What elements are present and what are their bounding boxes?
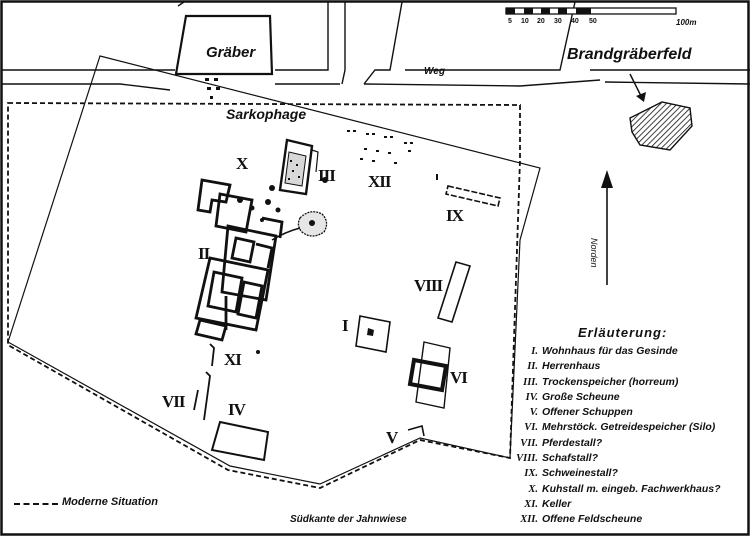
building-label-VI: VI <box>450 368 468 387</box>
legend-item: III. Trockenspeicher (horreum) <box>514 375 721 390</box>
legend-item-number: IX. <box>524 468 538 480</box>
legend-item-text: Keller <box>542 497 572 510</box>
legend-item: VI. Mehrstöck. Getreidespeicher (Silo) <box>514 420 721 435</box>
building-V-plan <box>407 424 425 437</box>
legend-item-number: VII. <box>520 437 538 449</box>
legend-item: XI. Keller <box>514 497 721 512</box>
scale-tick-20: 20 <box>537 18 545 25</box>
legend-item: IV. Große Scheune <box>514 390 721 405</box>
legend-item: V. Offener Schuppen <box>514 405 721 420</box>
legend-item-number: IV. <box>525 391 538 403</box>
scale-bar <box>505 7 677 15</box>
building-label-I: I <box>342 316 349 335</box>
building-label-IX: IX <box>446 206 464 225</box>
scale-tick-40: 40 <box>571 18 579 25</box>
legend-item-text: Mehrstöck. Getreidespeicher (Silo) <box>542 421 716 434</box>
legend-item-text: Offene Feldscheune <box>542 513 643 526</box>
building-label-VIII: VIII <box>414 276 443 295</box>
legend-item-text: Pferdestall? <box>542 436 603 449</box>
legend-item-text: Trockenspeicher (horreum) <box>542 375 679 388</box>
building-label-XII: XII <box>368 172 391 191</box>
modern-roads <box>2 1 750 91</box>
building-I-plan <box>355 315 391 353</box>
building-VI-plan <box>407 341 451 409</box>
legend-item: I. Wohnhaus für das Gesinde <box>514 344 721 359</box>
scale-tick-5: 5 <box>508 18 512 25</box>
brand-pointer-line <box>629 73 643 99</box>
moderne-legend-line <box>14 503 58 505</box>
building-VII-plan <box>193 343 215 421</box>
brandgraeberfeld-label: Brandgräberfeld <box>567 46 692 63</box>
legend-item-text: Kuhstall m. eingeb. Fachwerkhaus? <box>542 482 721 495</box>
north-label: Norden <box>589 238 599 268</box>
legend-item-number: VI. <box>524 422 538 434</box>
building-label-VII: VII <box>162 392 185 411</box>
building-IX-plan <box>445 185 501 207</box>
sarkophage-label: Sarkophage <box>226 106 307 122</box>
building-VIII-plan <box>436 261 472 323</box>
building-II-plan <box>194 178 284 342</box>
moderne-situation-label: Moderne Situation <box>62 496 158 508</box>
legend-item-number: XI. <box>524 498 538 510</box>
modern-situation-outline <box>7 102 521 489</box>
brandgraeberfeld-area <box>629 101 693 151</box>
building-label-V: V <box>386 428 398 447</box>
suedkante-label: Südkante der Jahnwiese <box>290 514 407 525</box>
building-III-plan <box>278 138 319 196</box>
legend-item: IX. Schweinestall? <box>514 466 721 481</box>
legend-item: VII. Pferdestall? <box>514 436 721 451</box>
legend-item: XII. Offene Feldscheune <box>514 512 721 527</box>
legend-item-text: Herrenhaus <box>542 360 601 373</box>
building-label-II: II <box>198 244 210 263</box>
legend-title: Erläuterung: <box>578 325 668 340</box>
legend-item-text: Schafstall? <box>542 452 599 465</box>
legend-item-number: VIII. <box>516 453 538 465</box>
legend-item-number: I. <box>531 346 538 357</box>
legend-item-number: X. <box>528 483 538 495</box>
grave-markers <box>205 78 220 99</box>
graeber-enclosure <box>174 14 274 76</box>
legend-item-text: Große Scheune <box>542 390 620 403</box>
legend-item-text: Wohnhaus für das Gesinde <box>542 345 678 357</box>
graeber-label: Gräber <box>206 44 256 61</box>
legend-item: II. Herrenhaus <box>514 359 721 374</box>
legend-item-number: XII. <box>520 514 538 526</box>
building-label-X: X <box>236 154 248 173</box>
scale-tick-50: 50 <box>589 18 597 25</box>
legend-list: I. Wohnhaus für das Gesinde II. Herrenhaus… <box>514 344 721 528</box>
brand-pointer-arrowhead <box>636 92 646 102</box>
legend-item-number: II. <box>527 361 538 373</box>
legend-item-text: Schweinestall? <box>542 467 618 480</box>
legend-item-number: III. <box>523 376 538 388</box>
legend-item-number: V. <box>529 407 538 419</box>
villa-enclosure <box>7 55 541 485</box>
building-label-IV: IV <box>228 400 246 419</box>
legend-item: VIII. Schafstall? <box>514 451 721 466</box>
weg-label: Weg <box>424 66 445 77</box>
scale-unit: 100m <box>676 18 697 27</box>
building-IV-plan <box>210 420 270 462</box>
legend-item-text: Offener Schuppen <box>542 406 633 419</box>
building-label-III: III <box>318 166 336 185</box>
legend-item: X. Kuhstall m. eingeb. Fachwerkhaus? <box>514 482 721 497</box>
scale-tick-10: 10 <box>521 18 529 25</box>
building-label-XI: XI <box>224 350 242 369</box>
sarcophagi-dots <box>347 130 438 180</box>
scale-tick-30: 30 <box>554 18 562 25</box>
north-arrow-head <box>601 170 613 188</box>
